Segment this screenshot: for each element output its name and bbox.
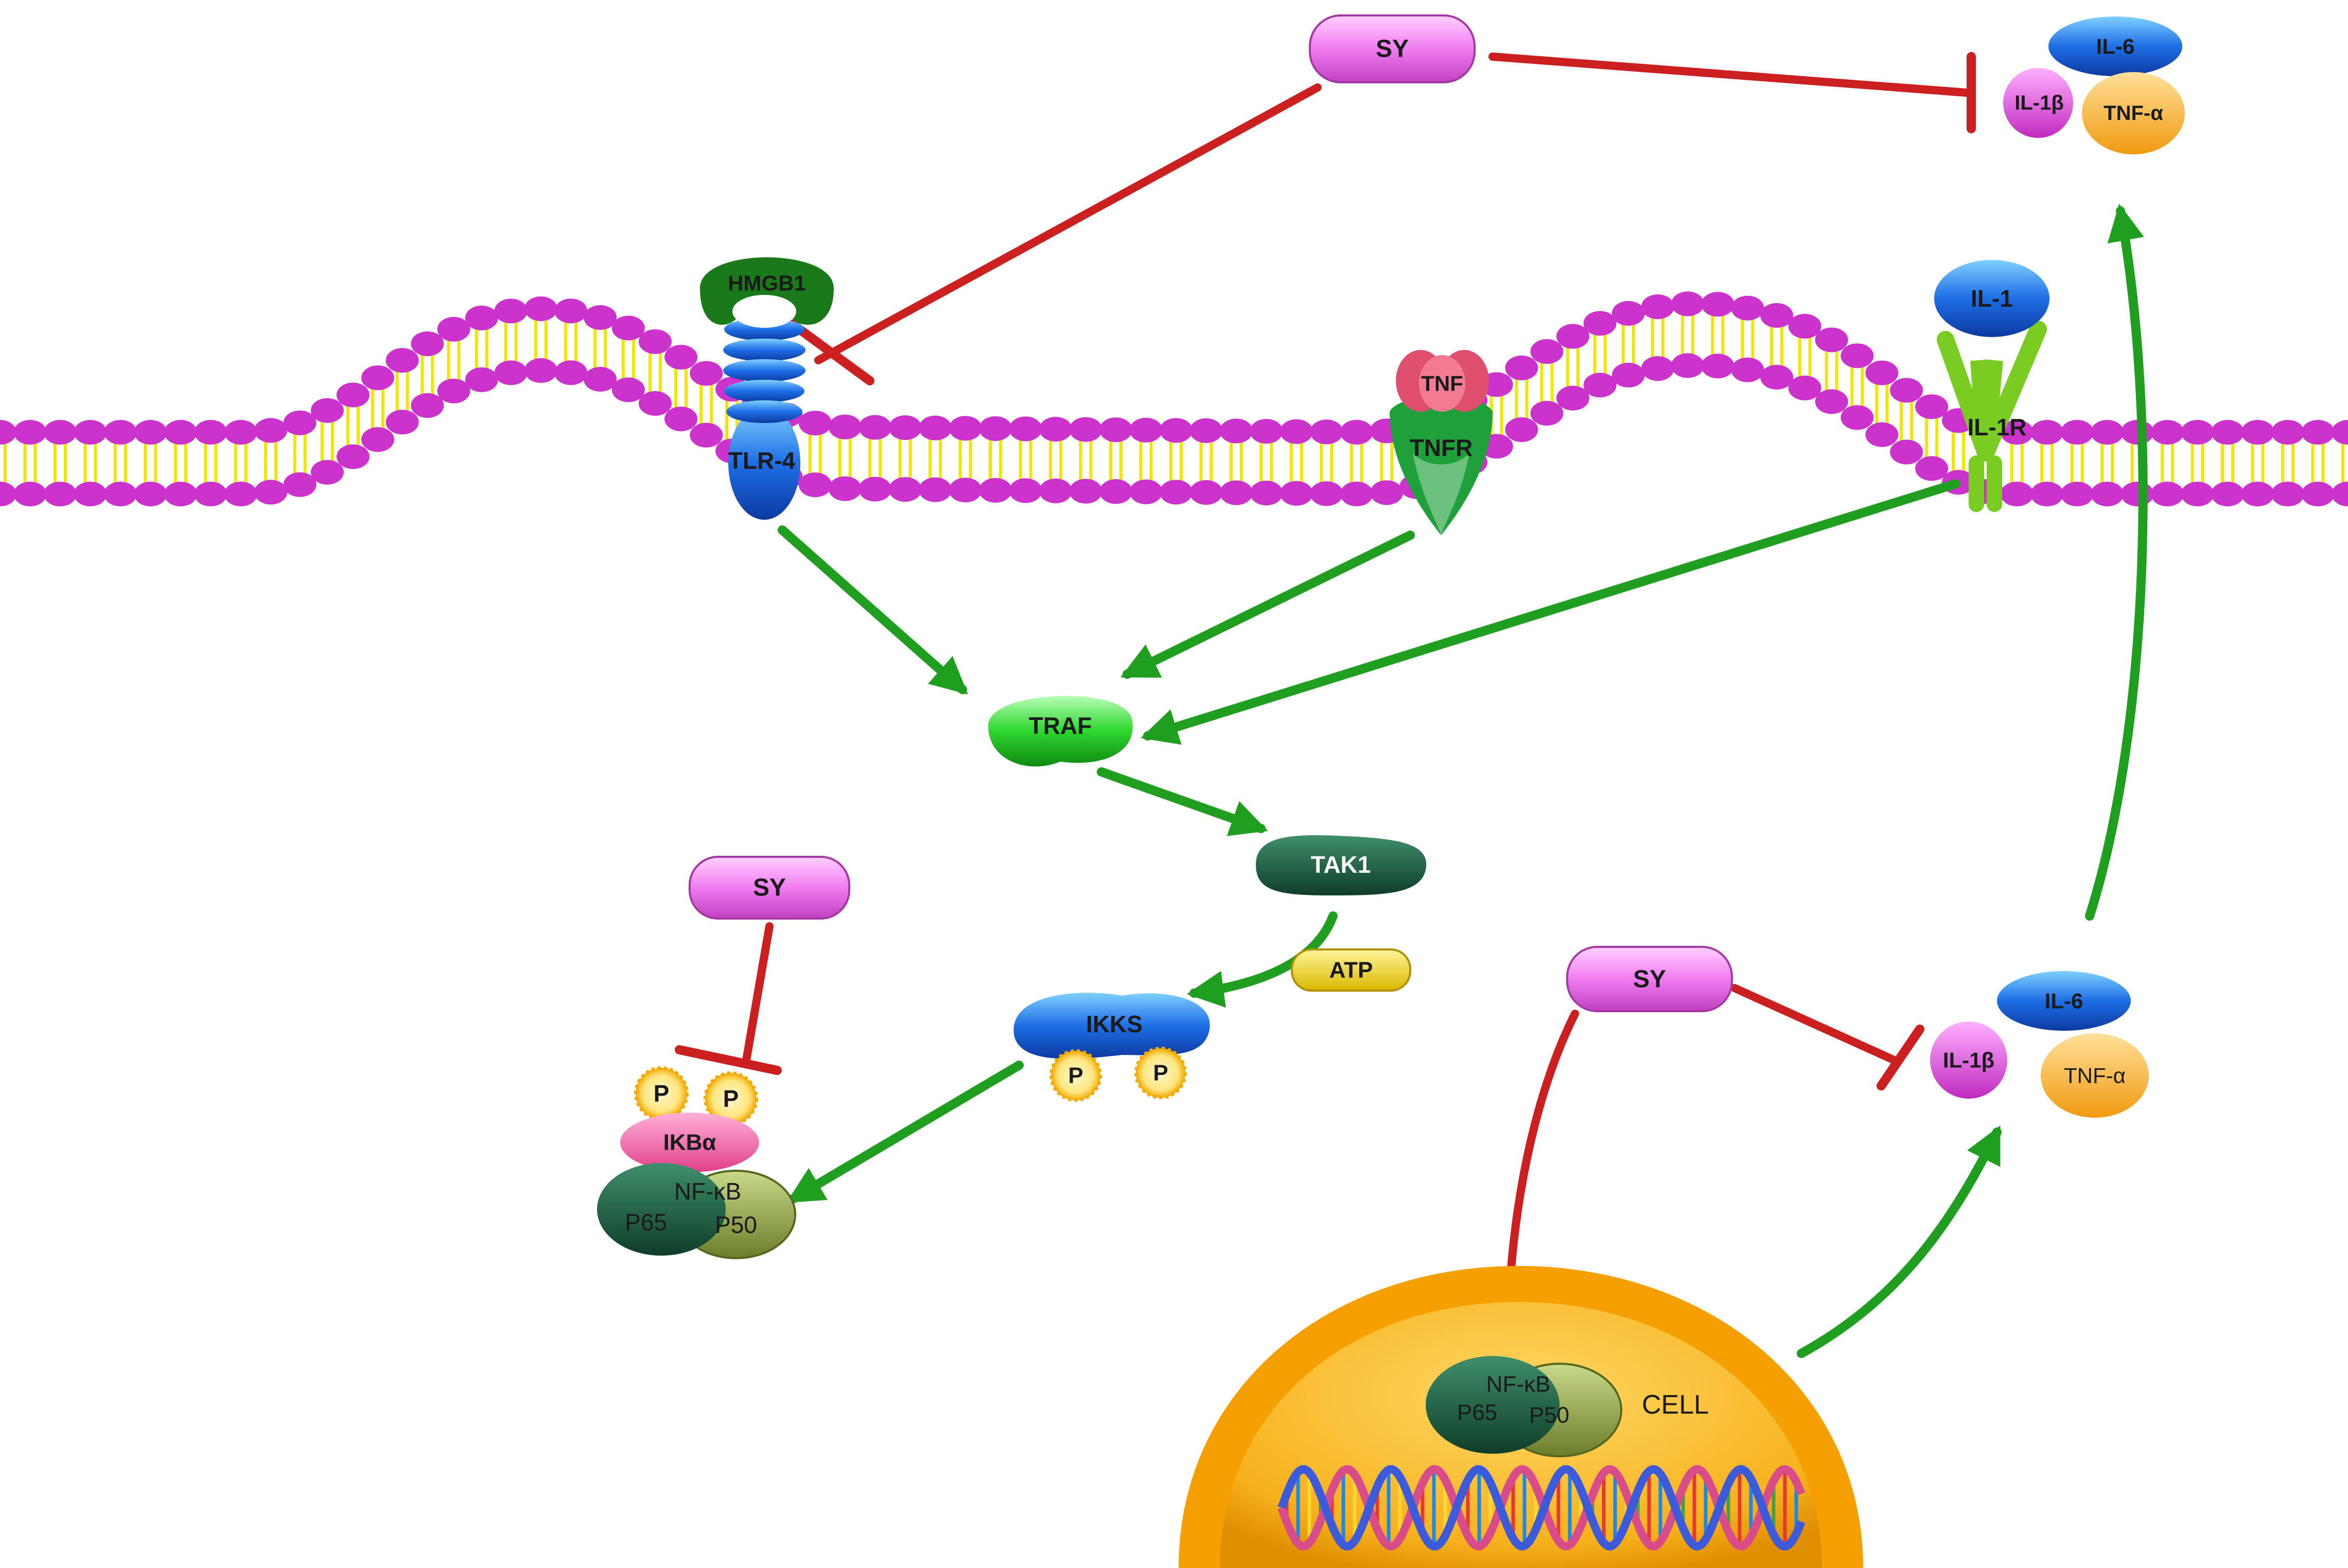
traf-label: TRAF bbox=[1029, 712, 1092, 739]
tlr4-to-traf-arrow bbox=[778, 525, 968, 695]
tnfr-label: TNFR bbox=[1410, 434, 1473, 461]
ikks-phospho-2: P bbox=[1134, 1047, 1187, 1099]
sy-inhibits-cytokines-right bbox=[1730, 984, 1924, 1090]
tlr4-receptor: TLR-4 bbox=[723, 318, 805, 520]
nfkb-label: NF-κB bbox=[674, 1178, 741, 1205]
tnf-ligand: TNF bbox=[1396, 350, 1489, 412]
dna-helix-icon bbox=[1277, 1465, 1806, 1551]
ikba-label: IKBα bbox=[663, 1130, 716, 1155]
cell-p50-label: P50 bbox=[1529, 1403, 1569, 1428]
hmgb1-ligand: HMGB1 bbox=[700, 257, 834, 328]
ikba-p2-label: P bbox=[723, 1085, 739, 1112]
ikks-phospho-1: P bbox=[1049, 1049, 1102, 1102]
sy-inhibits-ikba bbox=[675, 922, 782, 1075]
ikba-nfkb-complex: P P IKBα NF-κB P65 P50 bbox=[597, 1066, 796, 1259]
cell-nucleus: CELL NF-κB P65 P50 bbox=[1179, 1266, 1863, 1568]
cell-nfkb-complex: NF-κB P65 P50 bbox=[1426, 1356, 1622, 1457]
cytokines-top-cluster: IL-6 IL-1β TNF-α bbox=[2003, 16, 2185, 154]
cell-p65-label: P65 bbox=[1457, 1400, 1497, 1425]
right-il1b-label: IL-1β bbox=[1943, 1048, 1994, 1072]
cell-nfkb-label: NF-κB bbox=[1486, 1372, 1551, 1397]
ikks-complex: IKKS P P bbox=[1013, 993, 1210, 1102]
arrows bbox=[675, 52, 2148, 1358]
sy-top-label: SY bbox=[1376, 36, 1409, 63]
sy-left-label: SY bbox=[753, 874, 786, 902]
ikks-label: IKKS bbox=[1086, 1011, 1143, 1037]
sy-inhibits-cytokines-top bbox=[1488, 52, 1976, 133]
sy-right-label: SY bbox=[1633, 966, 1666, 993]
ikba-p1-label: P bbox=[654, 1080, 670, 1107]
top-il1b-label: IL-1β bbox=[2014, 92, 2064, 114]
tlr4-label: TLR-4 bbox=[728, 447, 796, 474]
right-tnfa-label: TNF-α bbox=[2064, 1064, 2126, 1088]
tak1-node: TAK1 bbox=[1256, 835, 1427, 895]
ikks-to-nfkb-arrow bbox=[786, 1061, 1024, 1204]
il1-label: IL-1 bbox=[1971, 285, 2013, 312]
cell-to-cytokines-arrow bbox=[1797, 1125, 2002, 1358]
sy-node-right: SY bbox=[1566, 946, 1733, 1012]
top-tnfa-label: TNF-α bbox=[2104, 102, 2163, 125]
tak1-to-ikks-arrow bbox=[1186, 911, 1338, 1008]
hmgb1-label: HMGB1 bbox=[728, 271, 806, 295]
il1r-label: IL-1R bbox=[1968, 414, 2027, 441]
p50-label: P50 bbox=[715, 1211, 757, 1238]
atp-node: ATP bbox=[1291, 948, 1411, 992]
traf-to-tak1-arrow bbox=[1097, 767, 1268, 836]
cytokines-right-cluster: IL-6 IL-1β TNF-α bbox=[1930, 971, 2149, 1118]
right-il6-label: IL-6 bbox=[2045, 989, 2083, 1013]
cell-label: CELL bbox=[1642, 1390, 1709, 1420]
sy-node-top: SY bbox=[1309, 14, 1476, 83]
top-il6-label: IL-6 bbox=[2096, 34, 2135, 59]
sy-node-left: SY bbox=[689, 856, 850, 920]
ikks-p1-label: P bbox=[1068, 1063, 1083, 1088]
il1-ligand: IL-1 bbox=[1934, 260, 2049, 337]
ikks-p2-label: P bbox=[1153, 1061, 1168, 1086]
tnf-label: TNF bbox=[1421, 372, 1463, 396]
traf-node: TRAF bbox=[988, 696, 1133, 767]
tnfr-receptor: TNFR bbox=[1390, 396, 1493, 535]
tnfr-to-traf-arrow bbox=[1120, 531, 1415, 679]
ikba-phospho-2: P bbox=[704, 1071, 758, 1126]
cytokines-up-arrow bbox=[2085, 203, 2148, 921]
il1r-receptor: IL-1R bbox=[1937, 321, 2047, 512]
tak1-label: TAK1 bbox=[1311, 851, 1371, 878]
p65-label: P65 bbox=[625, 1209, 667, 1236]
ikba-phospho-1: P bbox=[634, 1066, 689, 1121]
il1r-to-traf-arrow bbox=[1141, 479, 1960, 745]
atp-label: ATP bbox=[1329, 958, 1373, 983]
sy-inhibits-hmgb1 bbox=[788, 83, 1322, 385]
